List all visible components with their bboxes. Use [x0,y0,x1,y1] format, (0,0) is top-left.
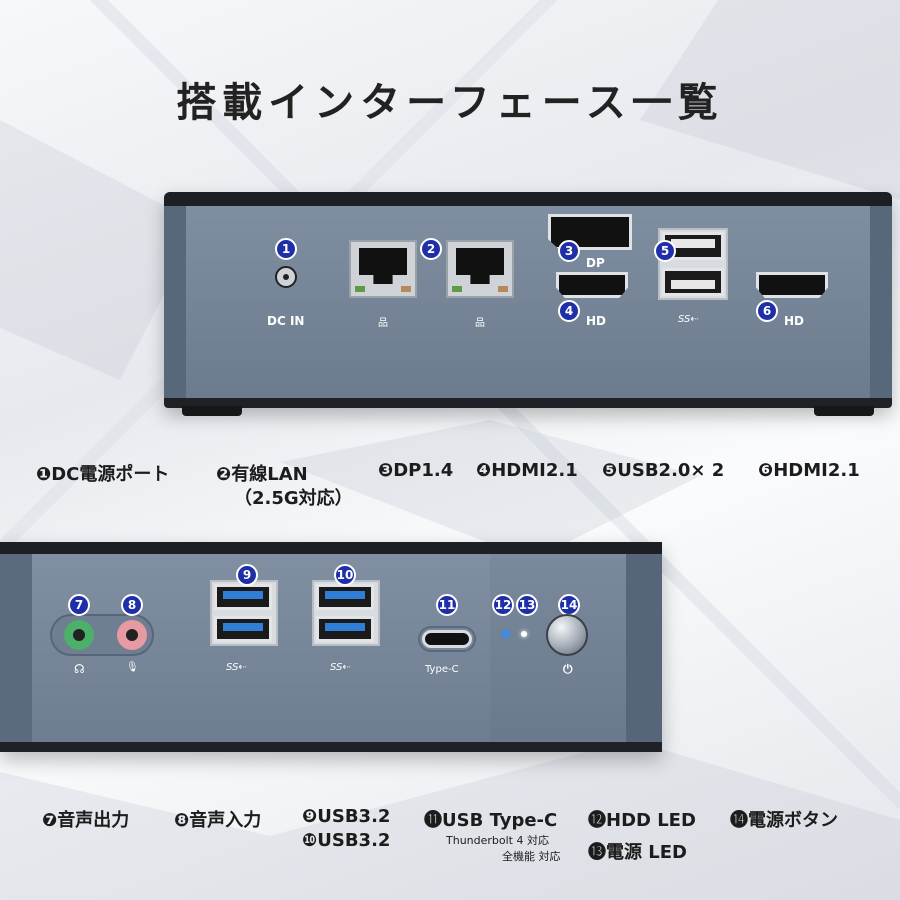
audio-in-jack [117,620,147,650]
caption-typec: ⓫USB Type-C [424,810,558,831]
superspeed-icon: SS⇠ [226,662,247,673]
marker-9: 9 [236,564,258,586]
marker-4: 4 [558,300,580,322]
caption-power-button: ⓮電源ボタン [730,810,838,831]
caption-usb3-9: ❾USB3.2 [302,806,391,827]
caption-audio-out: ❼音声出力 [42,810,130,831]
lan-port-1 [349,240,417,298]
left-side [0,554,32,742]
caption-lan: ❷有線LAN [216,464,308,485]
caption-dp: ❸DP1.4 [378,460,454,481]
usb3-port-10b [316,616,374,642]
caption-usb2: ❺USB2.0× 2 [602,460,725,481]
foot [182,406,242,416]
bottom-edge [0,742,662,752]
power-button[interactable] [546,614,588,656]
lan-led-green [355,286,365,292]
lan-led-orange [401,286,411,292]
usb-tongue [223,623,263,631]
usb-tongue [671,280,715,289]
marker-6: 6 [756,300,778,322]
usb3-port-9b [214,616,272,642]
left-side [164,206,186,398]
microphone-icon: 🎙 [126,662,139,673]
usb-tongue [325,623,365,631]
mini-pc-front-panel: 7 8 ☊ 🎙 9 SS⇠ 10 SS⇠ 11 Type-C 12 13 14 … [0,542,662,752]
marker-2: 2 [420,238,442,260]
marker-13: 13 [516,594,538,616]
lan-socket [359,248,407,284]
caption-hdmi-4: ❹HDMI2.1 [476,460,578,481]
usb-tongue [325,591,365,599]
mini-pc-rear-panel: 1 DC IN 2 品 品 3 DP 4 HD 5 SS⇠ 6 HD [164,192,892,416]
panel-face [186,206,870,398]
caption-typec-sub2: 全機能 対応 [502,850,561,863]
audio-out-jack [64,620,94,650]
typec-label: Type-C [425,664,459,675]
caption-hdd-led: ⓬HDD LED [588,810,696,831]
dc-in-port [275,266,297,288]
marker-14: 14 [558,594,580,616]
power-led [521,631,527,637]
headphone-icon: ☊ [74,662,85,676]
usb-typec-port [422,630,472,648]
marker-12: 12 [492,594,514,616]
lan-socket [456,248,504,284]
hd-label: HD [784,314,805,328]
hdd-led [503,631,509,637]
superspeed-icon: SS⇠ [330,662,351,673]
top-edge [0,542,662,554]
marker-3: 3 [558,240,580,262]
usb3-port-9a [214,584,272,610]
hdmi-port-4 [556,272,628,298]
marker-8: 8 [121,594,143,616]
caption-audio-in: ❽音声入力 [174,810,262,831]
caption-typec-sub1: Thunderbolt 4 対応 [446,834,549,847]
bottom-edge [164,398,892,408]
top-edge [164,192,892,206]
power-icon: ⏻ [563,662,573,676]
page-title: 搭載インターフェース一覧 [176,80,724,126]
lan-icon: 品 [378,318,388,329]
caption-dc-power: ❶DC電源ポート [36,464,170,485]
usb3-port-10a [316,584,374,610]
usb-tongue [223,591,263,599]
marker-7: 7 [68,594,90,616]
marker-10: 10 [334,564,356,586]
lan-led-green [452,286,462,292]
right-side [870,206,892,398]
caption-usb3-10: ❿USB3.2 [302,830,391,851]
hdmi-port-6 [756,272,828,298]
hd-label: HD [586,314,607,328]
dc-in-label: DC IN [267,314,305,328]
caption-lan-sub: （2.5G対応） [234,488,353,509]
caption-hdmi-6: ❻HDMI2.1 [758,460,860,481]
right-side [626,554,662,742]
marker-11: 11 [436,594,458,616]
caption-power-led: ⓭電源 LED [588,842,687,863]
lan-icon: 品 [475,318,485,329]
usb-tongue [671,239,715,248]
lan-port-2 [446,240,514,298]
dp-label: DP [586,256,605,270]
superspeed-icon: SS⇠ [678,314,699,325]
marker-1: 1 [275,238,297,260]
foot [814,406,874,416]
marker-5: 5 [654,240,676,262]
usb2-port-2 [662,268,724,296]
lan-led-orange [498,286,508,292]
